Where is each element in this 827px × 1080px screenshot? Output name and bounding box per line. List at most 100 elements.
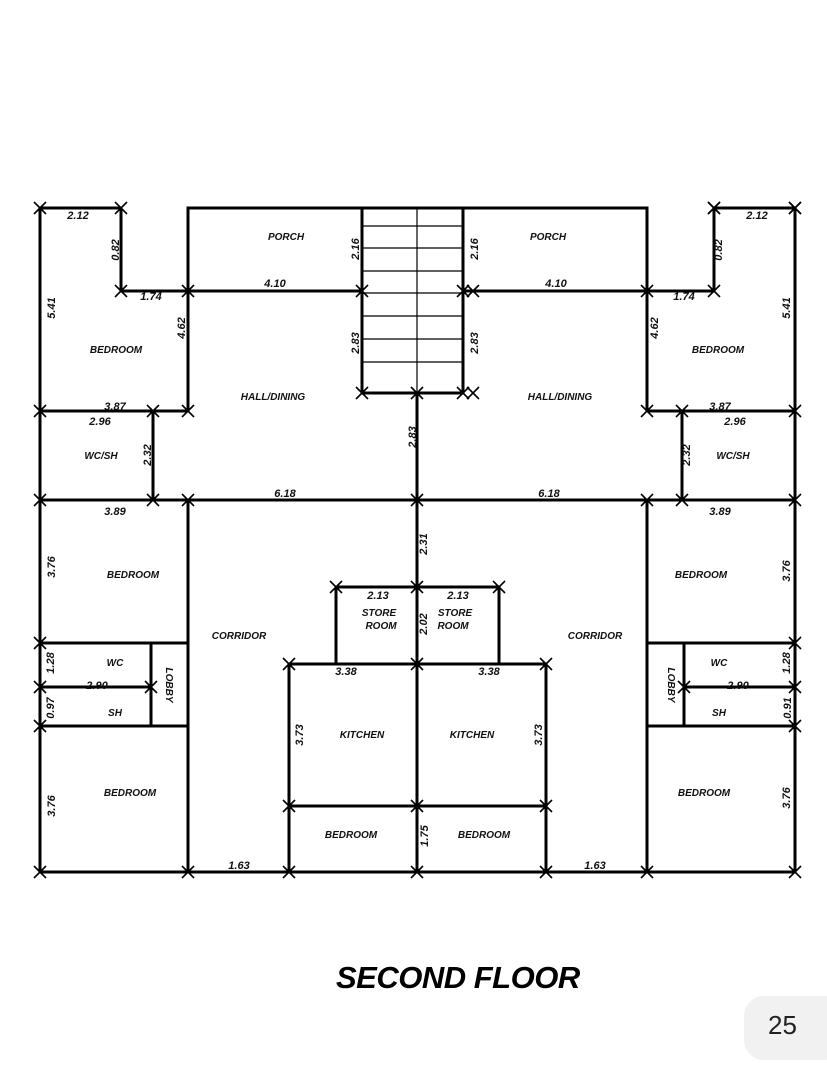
- dim-label: 2.13: [446, 590, 468, 602]
- dim-label: 3.38: [478, 666, 500, 678]
- room-label-storeroom-left: ROOM: [365, 621, 397, 632]
- dim-label: 6.18: [538, 488, 560, 500]
- room-label-lobby-right: LOBBY: [665, 668, 676, 704]
- room-label-sh-right: SH: [712, 708, 727, 719]
- room-label-wc-left: WC: [107, 658, 124, 669]
- dim-label: 3.76: [781, 559, 793, 581]
- tick-mark: [282, 657, 296, 671]
- room-label-kitchen-right: KITCHEN: [450, 730, 495, 741]
- tick-mark: [707, 201, 721, 215]
- tick-mark: [539, 799, 553, 813]
- dim-label: 0.91: [782, 697, 794, 718]
- tick-mark: [707, 284, 721, 298]
- tick-mark: [33, 865, 47, 879]
- tick-mark: [410, 493, 424, 507]
- dim-label: 2.16: [469, 237, 481, 260]
- tick-mark: [355, 386, 369, 400]
- tick-mark: [181, 865, 195, 879]
- dim-label: 1.63: [584, 860, 605, 872]
- dim-label: 1.74: [140, 291, 161, 303]
- room-label-bedroom-4: BEDROOM: [675, 570, 728, 581]
- tick-mark: [410, 865, 424, 879]
- tick-mark: [788, 719, 802, 733]
- tick-mark: [640, 865, 654, 879]
- room-label-store-left: STORE: [362, 608, 397, 619]
- tick-mark: [640, 404, 654, 418]
- tick-mark: [33, 404, 47, 418]
- tick-mark: [181, 493, 195, 507]
- dim-label: 3.87: [709, 401, 731, 413]
- tick-mark: [640, 493, 654, 507]
- dim-label: 1.75: [419, 824, 431, 846]
- tick-mark: [282, 799, 296, 813]
- dim-label: 3.76: [46, 555, 58, 577]
- dim-label: 3.76: [781, 786, 793, 808]
- tick-mark: [675, 493, 689, 507]
- dim-label: 1.63: [228, 860, 249, 872]
- tick-mark: [788, 680, 802, 694]
- tick-mark: [33, 636, 47, 650]
- tick-mark: [410, 799, 424, 813]
- tick-mark: [788, 201, 802, 215]
- dim-label: 3.73: [533, 724, 545, 745]
- tick-mark: [114, 284, 128, 298]
- drawing-title: SECOND FLOOR: [336, 960, 580, 995]
- room-label-hall-left: HALL/DINING: [241, 392, 306, 403]
- dim-label: 2.13: [366, 590, 388, 602]
- tick-mark: [355, 284, 369, 298]
- tick-mark: [788, 493, 802, 507]
- tick-mark: [181, 404, 195, 418]
- dim-label: 6.18: [274, 488, 296, 500]
- room-label-bedroom-7: BEDROOM: [325, 830, 378, 841]
- dim-label: 1.74: [673, 291, 694, 303]
- room-label-sh-left: SH: [108, 708, 123, 719]
- tick-mark: [788, 865, 802, 879]
- tick-mark: [466, 386, 480, 400]
- walls: [38, 206, 797, 874]
- dim-label: 2.32: [681, 444, 693, 466]
- tick-mark: [181, 284, 195, 298]
- tick-mark: [33, 201, 47, 215]
- dim-label: 1.28: [45, 651, 57, 673]
- staircase: [362, 208, 463, 393]
- room-label-bedroom-5: BEDROOM: [104, 788, 157, 799]
- dim-label: 2.31: [418, 533, 430, 555]
- dim-label: 4.62: [176, 317, 188, 339]
- tick-mark: [146, 404, 160, 418]
- dim-label: 4.62: [649, 317, 661, 339]
- tick-mark: [410, 657, 424, 671]
- room-label-wc-right: WC: [711, 658, 728, 669]
- tick-mark: [539, 657, 553, 671]
- dim-label: 3.89: [709, 506, 731, 518]
- tick-mark: [33, 680, 47, 694]
- dim-label: 0.82: [110, 239, 122, 260]
- tick-mark: [410, 386, 424, 400]
- page-number: 25: [768, 1010, 797, 1040]
- room-label-storeroom-right: ROOM: [437, 621, 469, 632]
- dim-label: 2.12: [745, 210, 767, 222]
- room-label-bedroom-3: BEDROOM: [107, 570, 160, 581]
- room-label-porch-left: PORCH: [268, 232, 305, 243]
- tick-mark: [456, 386, 470, 400]
- dim-label: 2.83: [407, 426, 419, 448]
- dim-label: 2.90: [85, 680, 108, 692]
- dimension-ticks: [33, 201, 802, 879]
- dim-label: 5.41: [781, 297, 793, 318]
- tick-mark: [33, 719, 47, 733]
- room-label-store-right: STORE: [438, 608, 473, 619]
- tick-mark: [788, 636, 802, 650]
- tick-mark: [466, 284, 480, 298]
- dim-label: 2.83: [350, 332, 362, 354]
- room-label-wcsh-left: WC/SH: [84, 451, 118, 462]
- room-label-kitchen-left: KITCHEN: [340, 730, 385, 741]
- tick-mark: [539, 865, 553, 879]
- tick-mark: [677, 680, 691, 694]
- dim-label: 2.90: [726, 680, 749, 692]
- dim-label: 3.73: [294, 724, 306, 745]
- room-label-corridor-left: CORRIDOR: [212, 631, 267, 642]
- tick-mark: [146, 493, 160, 507]
- dim-label: 3.76: [46, 794, 58, 816]
- dim-label: 4.10: [263, 278, 286, 290]
- dim-label: 1.28: [781, 651, 793, 673]
- tick-mark: [456, 284, 470, 298]
